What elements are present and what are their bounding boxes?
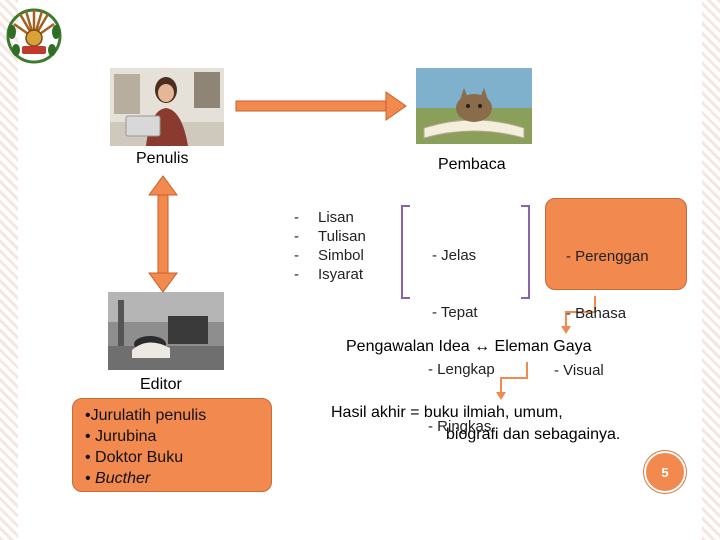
- box-item: - Visual: [554, 362, 604, 379]
- connector-statement-to-result: [496, 362, 528, 400]
- page-number-badge: 5: [644, 451, 686, 493]
- editor-role-item: • Doktor Buku: [85, 449, 184, 466]
- list-brackets: [401, 205, 530, 299]
- list-communication-modes: - Lisan - Tulisan - Simbol - Isyarat: [294, 208, 366, 284]
- list-dash: -: [294, 228, 299, 245]
- editor-role-item: •Jurulatih penulis: [85, 407, 207, 424]
- list-dash: -: [294, 247, 299, 264]
- label-pembaca: Pembaca: [438, 156, 506, 173]
- list-item: Lisan: [318, 209, 354, 226]
- logo-emblem-icon: [6, 8, 62, 64]
- left-stripe-decoration: [0, 0, 18, 540]
- list-item: Isyarat: [318, 266, 364, 283]
- connector-box-to-statement: [561, 296, 596, 334]
- statement-result-line1: Hasil akhir = buku ilmiah, umum,: [331, 404, 563, 421]
- list-item: - Jelas: [432, 247, 477, 264]
- arrow-penulis-editor: [148, 175, 178, 293]
- label-editor: Editor: [140, 376, 182, 393]
- editor-role-item: • Bucther: [85, 470, 151, 487]
- statement-idea-style: Pengawalan Idea ↔ Eleman Gaya: [346, 338, 592, 355]
- right-stripe-decoration: [702, 0, 720, 540]
- list-item: - Ringkas: [428, 418, 492, 435]
- editor-photo: [108, 292, 224, 370]
- box-item: - Bahasa: [566, 305, 627, 322]
- statement-result-line2: biografi dan sebagainya.: [446, 426, 621, 443]
- list-item: Tulisan: [318, 228, 366, 245]
- box-item: - Perenggan: [566, 248, 649, 265]
- arrow-penulis-to-pembaca: [235, 91, 407, 121]
- label-penulis: Penulis: [136, 150, 189, 167]
- penulis-photo: [110, 68, 224, 146]
- list-item: - Tepat: [432, 304, 478, 321]
- list-dash: -: [294, 209, 299, 226]
- list-item: Simbol: [318, 247, 364, 264]
- style-elements-box: - Perenggan - Bahasa - Visual: [545, 198, 687, 379]
- list-item: - Lengkap: [428, 361, 495, 378]
- list-dash: -: [294, 266, 299, 283]
- editor-roles-box: •Jurulatih penulis • Jurubina • Doktor B…: [72, 398, 272, 492]
- pembaca-photo: [416, 68, 532, 144]
- editor-role-item: • Jurubina: [85, 428, 157, 445]
- list-qualities: - Jelas - Tepat - Lengkap - Ringkas: [428, 208, 495, 455]
